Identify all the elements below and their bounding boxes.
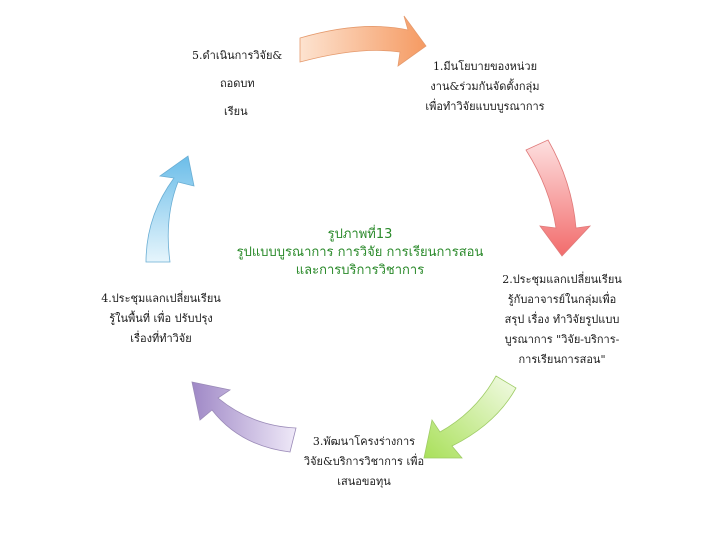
step-2-line-1: 2.ประชุมแลกเปลี่ยนเรียน	[502, 273, 622, 286]
step-2-line-4: บูรณาการ "วิจัย-บริการ-	[504, 333, 620, 346]
step-3-text: 3.พัฒนาโครงร่างการ วิจัย&บริการวิชาการ เ…	[300, 432, 428, 492]
step-5-line-2: ถอดบท	[220, 77, 255, 90]
step-2-text: 2.ประชุมแลกเปลี่ยนเรียน รู้กับอาจารย์ในก…	[497, 270, 627, 370]
step-4-line-1: 4.ประชุมแลกเปลี่ยนเรียน	[101, 292, 221, 305]
step-3-line-3: เสนอขอทุน	[337, 475, 391, 488]
center-title: รูปภาพที่13 รูปแบบบูรณาการ การวิจัย การเ…	[180, 226, 540, 280]
step-2-line-3: สรุป เรื่อง ทำวิจัยรูปแบบ	[504, 313, 620, 326]
step-4-line-2: รู้ในพื้นที่ เพื่อ ปรับปรุง	[109, 312, 213, 325]
step-1-line-2: งาน&ร่วมกันจัดตั้งกลุ่ม	[430, 80, 540, 93]
step-4-text: 4.ประชุมแลกเปลี่ยนเรียน รู้ในพื้นที่ เพื…	[96, 289, 226, 349]
step-1-line-3: เพื่อทำวิจัยแบบบูรณาการ	[425, 100, 545, 113]
cycle-arrow-1	[299, 15, 427, 67]
step-5-line-1: 5.ดำเนินการวิจัย&	[192, 49, 283, 62]
step-1-text: 1.มีนโยบายของหน่วย งาน&ร่วมกันจัดตั้งกลุ…	[420, 57, 550, 117]
cycle-arrow-4	[191, 381, 297, 453]
step-5-text: 5.ดำเนินการวิจัย& ถอดบท เรียน	[188, 46, 298, 122]
step-2-line-2: รู้กับอาจารย์ในกลุ่มเพื่อ	[507, 293, 617, 306]
cycle-arrow-3	[423, 375, 517, 459]
cycle-arrow-5	[145, 155, 195, 263]
step-1-line-1: 1.มีนโยบายของหน่วย	[432, 60, 538, 73]
step-3-line-1: 3.พัฒนาโครงร่างการ	[312, 435, 416, 448]
step-4-line-3: เรื่องที่ทำวิจัย	[130, 332, 192, 345]
center-title-line-1: รูปภาพที่13	[327, 227, 393, 242]
step-2-line-5: การเรียนการสอน"	[518, 353, 606, 366]
step-3-line-2: วิจัย&บริการวิชาการ เพื่อ	[303, 455, 425, 468]
center-title-line-2: รูปแบบบูรณาการ การวิจัย การเรียนการสอน	[236, 245, 484, 260]
step-5-line-3: เรียน	[224, 105, 248, 118]
cycle-arrow-2	[525, 139, 592, 257]
center-title-line-3: และการบริการวิชาการ	[295, 263, 425, 278]
